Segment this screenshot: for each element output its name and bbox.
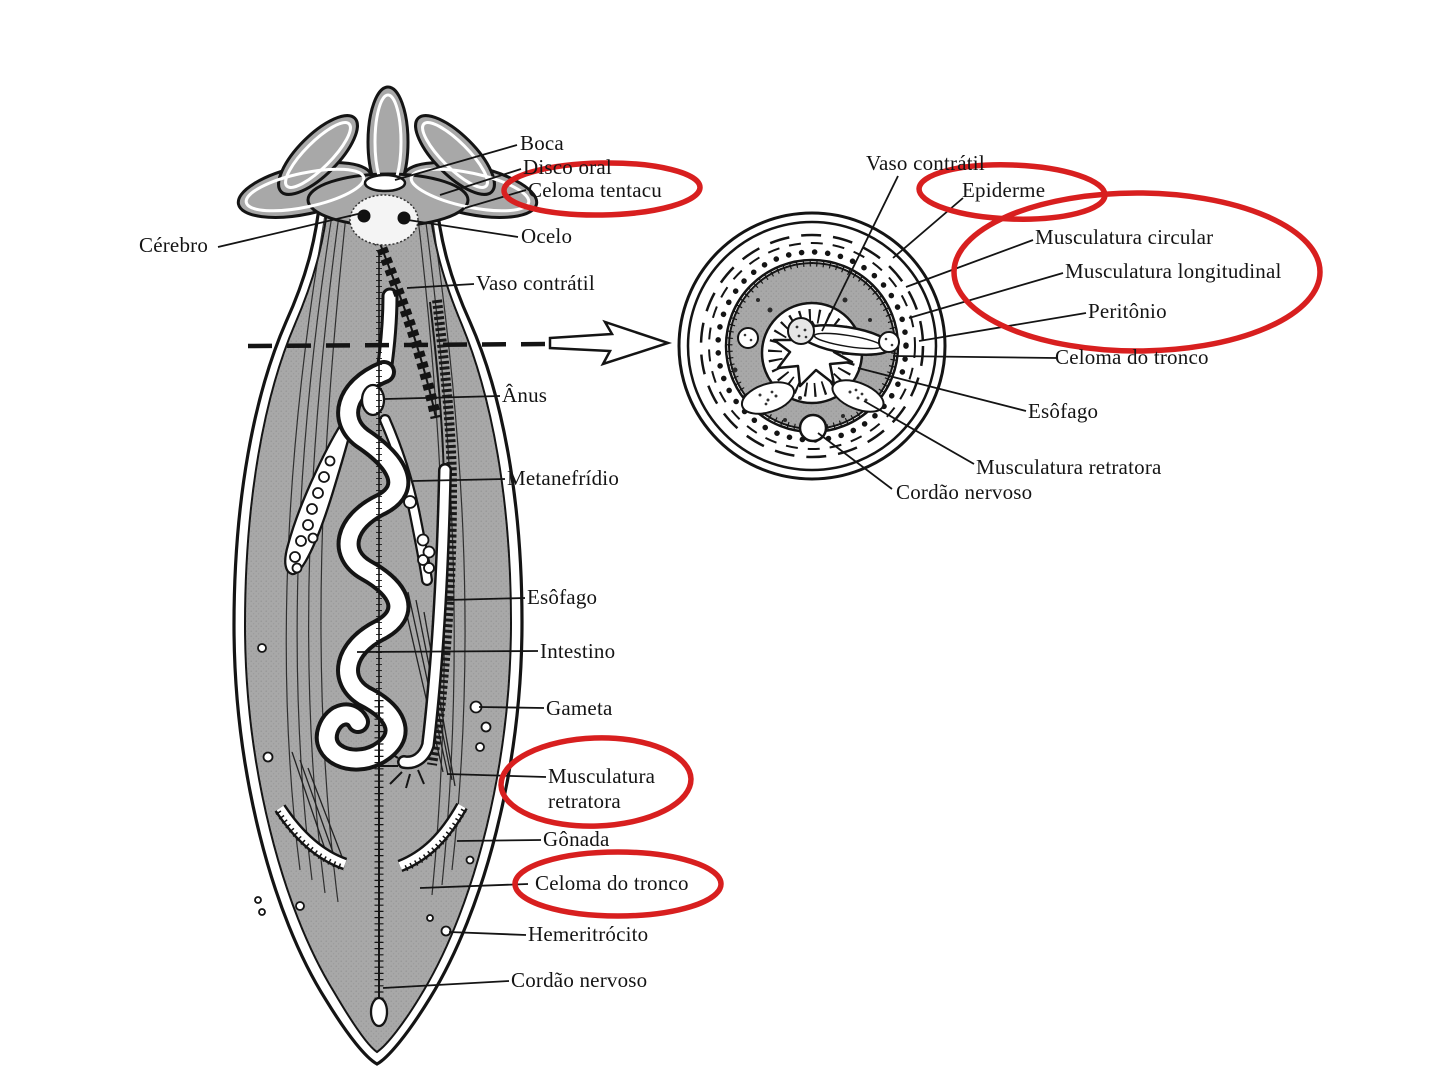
label-celoma-do-tronco-left: Celoma do tronco <box>535 871 689 895</box>
circular-muscle-ring <box>699 233 925 459</box>
label-celoma-do-tronco-right: Celoma do tronco <box>1055 345 1209 369</box>
label-gameta: Gameta <box>546 696 613 720</box>
label-cerebro: Cérebro <box>139 233 209 257</box>
right-coelomic-tube <box>379 414 436 586</box>
coelomic-cells <box>254 643 492 937</box>
lateral-vessels <box>737 327 900 353</box>
intestine-coil <box>314 287 411 772</box>
worm-longitudinal-section-illustration <box>232 85 539 1066</box>
coelom-dots <box>732 297 872 422</box>
contractile-vessel <box>372 236 442 420</box>
label-anus: Ânus <box>502 383 548 407</box>
highlight-ellipse-celoma-do-tronco <box>512 849 724 919</box>
label-musculatura-circular: Musculatura circular <box>1035 225 1214 249</box>
contractile-vessel-loop <box>787 317 893 356</box>
head-region <box>349 194 419 246</box>
ocellus-right <box>397 211 411 225</box>
label-vaso-contratil-right: Vaso contrátil <box>866 151 985 175</box>
label-intestino: Intestino <box>540 639 616 663</box>
esophagus-tube <box>380 463 452 789</box>
vessel-dots <box>743 333 894 347</box>
label-cordao-nervoso-left: Cordão nervoso <box>511 968 648 992</box>
label-epiderme: Epiderme <box>962 178 1046 202</box>
label-boca: Boca <box>520 131 564 155</box>
label-peritonio: Peritônio <box>1088 299 1167 323</box>
label-cordao-nervoso-right: Cordão nervoso <box>896 480 1033 504</box>
label-hemeritrocito: Hemeritrócito <box>528 922 649 946</box>
cross-section-illustration <box>677 211 947 481</box>
longitudinal-muscle-dots <box>715 249 909 443</box>
nerve-cord <box>369 250 389 1028</box>
highlight-ellipse-musculatura-retratora <box>498 735 694 829</box>
label-esofago-left: Esôfago <box>527 585 598 609</box>
label-esofago-right: Esôfago <box>1028 399 1099 423</box>
ocellus-left <box>357 209 371 223</box>
label-vaso-contratil-left: Vaso contrátil <box>476 271 595 295</box>
leader-lines <box>217 144 1087 989</box>
label-musculatura-longitudinal: Musculatura longitudinal <box>1065 259 1282 283</box>
label-musculatura-retratora-right: Musculatura retratora <box>976 455 1162 479</box>
highlight-ellipse-musculatura-group <box>951 190 1323 354</box>
section-arrow <box>247 319 673 367</box>
label-gonada: Gônada <box>543 827 610 851</box>
gonad-bands <box>274 802 468 873</box>
label-celoma-tentacu: Celoma tentacu <box>528 178 662 202</box>
label-ocelo: Ocelo <box>521 224 573 248</box>
label-musculatura-retratora-left: Musculatura retratora <box>548 764 656 813</box>
label-metanefridio: Metanefrídio <box>507 466 620 490</box>
highlight-ellipse-celoma-tentacu <box>501 160 703 218</box>
label-disco-oral: Disco oral <box>523 155 612 179</box>
mouth-opening <box>363 173 407 193</box>
metanephridium <box>284 414 354 576</box>
highlight-annotations <box>498 160 1323 919</box>
